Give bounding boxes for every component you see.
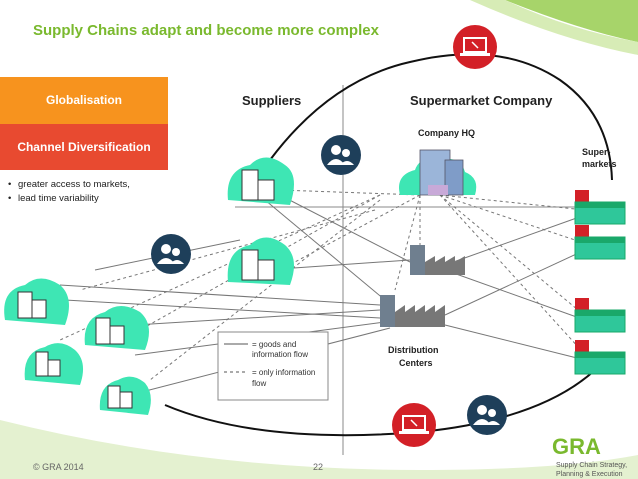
bottom-swoosh [0, 420, 638, 479]
info-flow-lines [59, 189, 591, 381]
supplier-factory-icons [4, 157, 294, 415]
distribution-warehouse-icon [380, 245, 465, 327]
legend-info-line2: flow [252, 379, 266, 388]
logo-tagline-line2: Planning & Execution [556, 471, 623, 478]
suppliers-label: Suppliers [242, 93, 301, 108]
supermarket-company-label: Supermarket Company [410, 93, 553, 108]
distribution-label-line2: Centers [399, 358, 433, 368]
globalisation-box: Globalisation [0, 77, 168, 124]
company-hq-label: Company HQ [418, 128, 475, 138]
legend-info-line1: = only information [252, 368, 315, 377]
bullet-list: greater access to markets, lead time var… [8, 178, 130, 206]
people-icon [151, 234, 191, 274]
logo-tagline-line1: Supply Chain Strategy, [556, 462, 627, 469]
store-icon [574, 340, 626, 375]
corner-decoration-light [470, 0, 638, 55]
distribution-label-line1: Distribution [388, 345, 439, 355]
laptop-icon [392, 403, 436, 447]
store-icon [574, 298, 626, 333]
footer-copyright: © GRA 2014 [33, 462, 84, 472]
people-icon [321, 135, 361, 175]
supermarkets-label-line1: Super- [582, 147, 611, 157]
supermarkets-label-line2: markets [582, 159, 617, 169]
corner-decoration [505, 0, 638, 42]
logo-name: GRA [552, 434, 601, 459]
bullet-item: greater access to markets, [8, 178, 130, 192]
page-number: 22 [313, 462, 324, 472]
factory-icon [227, 237, 294, 285]
legend: = goods and information flow = only info… [217, 331, 329, 401]
goods-flow-lines [59, 189, 586, 396]
people-icon [467, 395, 507, 435]
supermarket-icons [574, 190, 626, 375]
store-icon [574, 225, 626, 260]
company-hq-building-icon [399, 149, 477, 196]
gra-logo: GRA Supply Chain Strategy, Planning & Ex… [552, 434, 627, 478]
factory-icon [4, 278, 70, 325]
bullet-item: lead time variability [8, 192, 130, 206]
legend-goods-line2: information flow [252, 350, 308, 359]
factory-icon [84, 306, 149, 350]
store-icon [574, 190, 626, 225]
factory-icon [99, 376, 151, 415]
factory-icon [227, 157, 294, 205]
channel-diversification-box: Channel Diversification [0, 124, 168, 170]
factory-icon [24, 343, 84, 385]
laptop-icon [453, 25, 497, 69]
slide-title: Supply Chains adapt and become more comp… [33, 22, 379, 39]
legend-goods-line1: = goods and [252, 340, 296, 349]
